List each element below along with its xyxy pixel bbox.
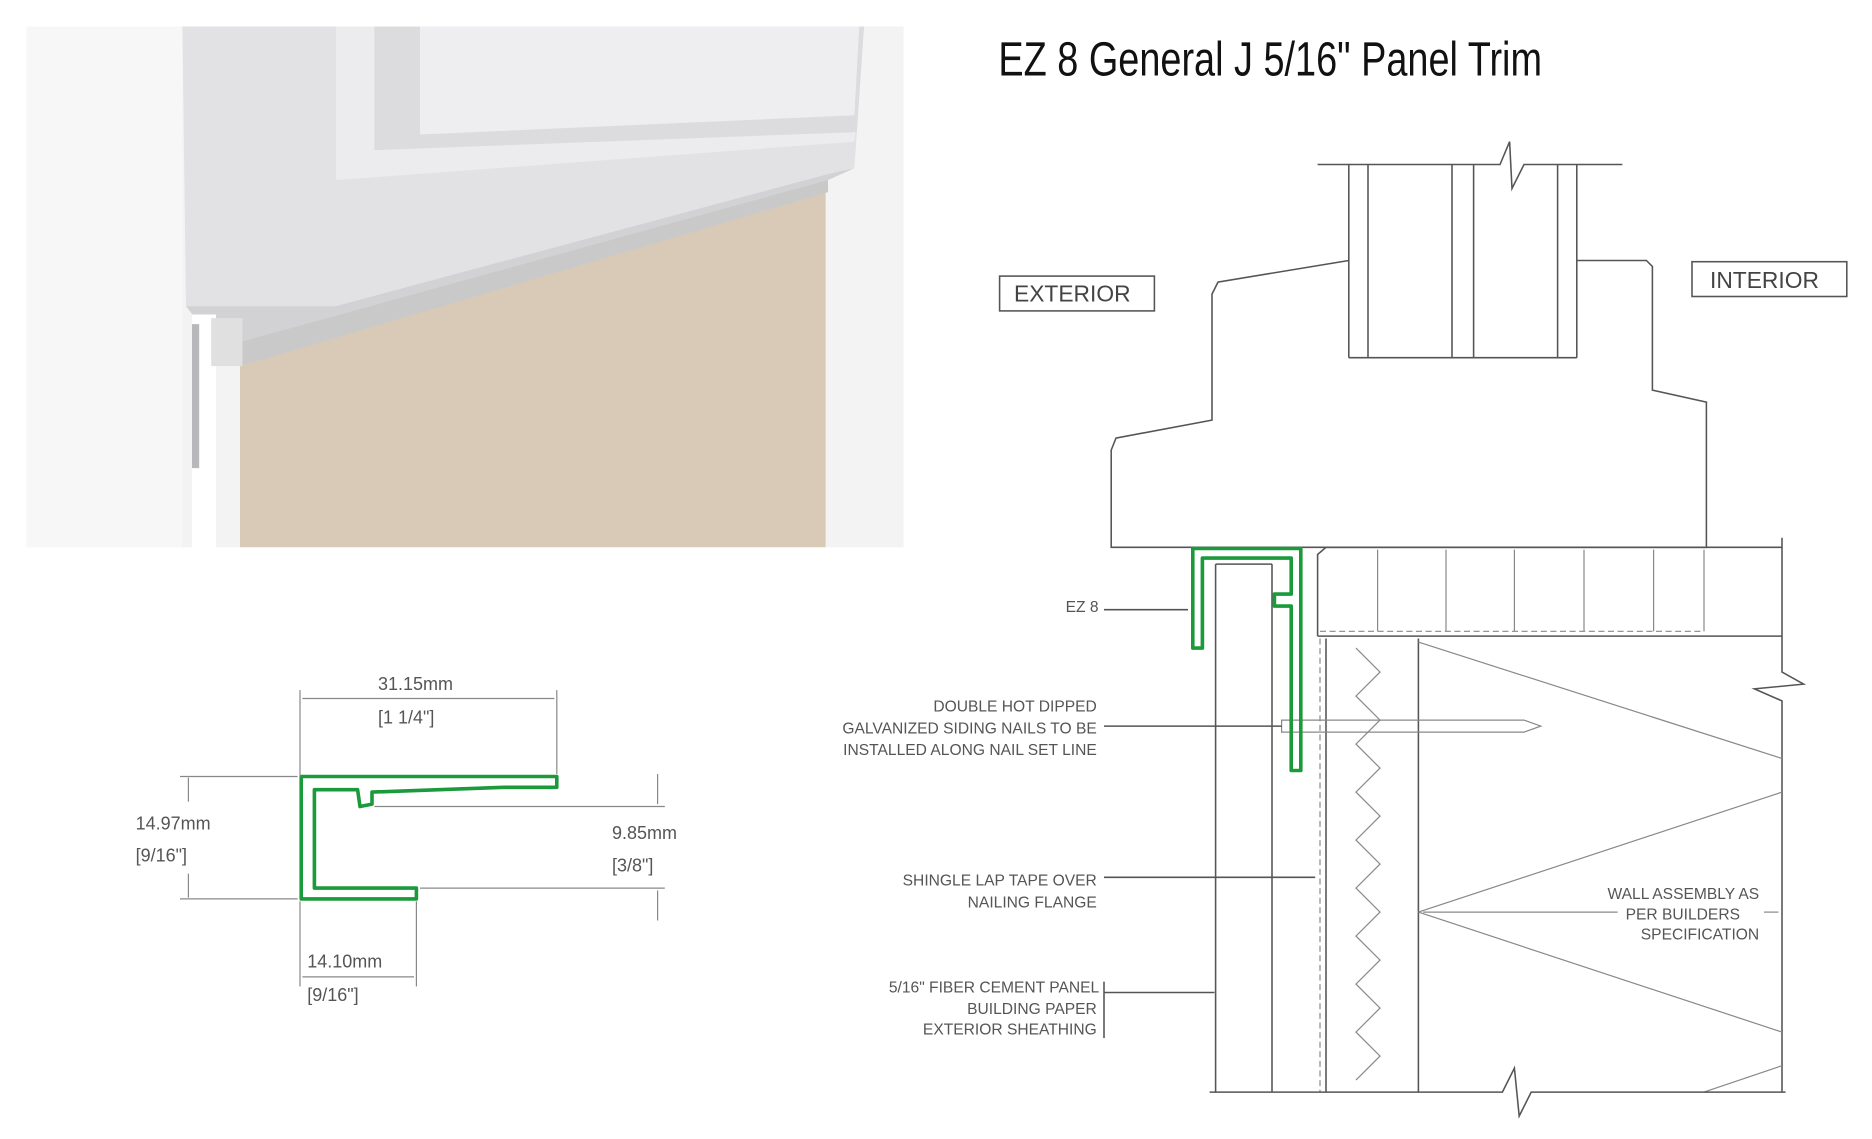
layers-note-3: EXTERIOR SHEATHING xyxy=(923,1022,1097,1039)
tape-note-1: SHINGLE LAP TAPE OVER xyxy=(903,873,1097,890)
interior-label: INTERIOR xyxy=(1710,267,1819,293)
width-mm: 31.15mm xyxy=(378,674,453,694)
ez8-trim-section xyxy=(1191,546,1303,773)
page-title: EZ 8 General J 5/16" Panel Trim xyxy=(998,34,1542,87)
trim-profile-shape xyxy=(299,774,559,901)
inner-in: [3/8"] xyxy=(612,855,653,875)
layers-note-2: BUILDING PAPER xyxy=(967,1001,1097,1018)
wall-note-3: SPECIFICATION xyxy=(1641,927,1759,944)
inner-mm: 9.85mm xyxy=(612,823,677,843)
layers-note-1: 5/16" FIBER CEMENT PANEL xyxy=(889,980,1100,997)
ez8-label: EZ 8 xyxy=(1066,599,1099,616)
width-in: [1 1/4"] xyxy=(378,708,434,728)
nails-note-1: DOUBLE HOT DIPPED xyxy=(933,699,1096,716)
trim-profile-drawing: 31.15mm [1 1/4"] 14.97mm [9/16"] 9.85mm … xyxy=(136,674,677,1005)
flange-mm: 14.10mm xyxy=(307,951,382,971)
wall-note-2: PER BUILDERS xyxy=(1626,906,1740,923)
nails-note-3: INSTALLED ALONG NAIL SET LINE xyxy=(843,742,1097,759)
flange-in: [9/16"] xyxy=(307,985,358,1005)
nails-note-2: GALVANIZED SIDING NAILS TO BE xyxy=(842,720,1096,737)
height-in: [9/16"] xyxy=(136,846,187,866)
tape-note-2: NAILING FLANGE xyxy=(968,894,1097,911)
product-render xyxy=(26,26,904,548)
exterior-label-box xyxy=(998,275,1156,312)
wall-section-drawing: EXTERIOR INTERIOR EZ 8 DOUBLE HOT DIPPED… xyxy=(842,141,1848,1119)
exterior-label: EXTERIOR xyxy=(1014,280,1131,306)
wall-note-1: WALL ASSEMBLY AS xyxy=(1608,886,1760,903)
interior-label-box xyxy=(1691,260,1848,298)
height-mm: 14.97mm xyxy=(136,813,211,833)
